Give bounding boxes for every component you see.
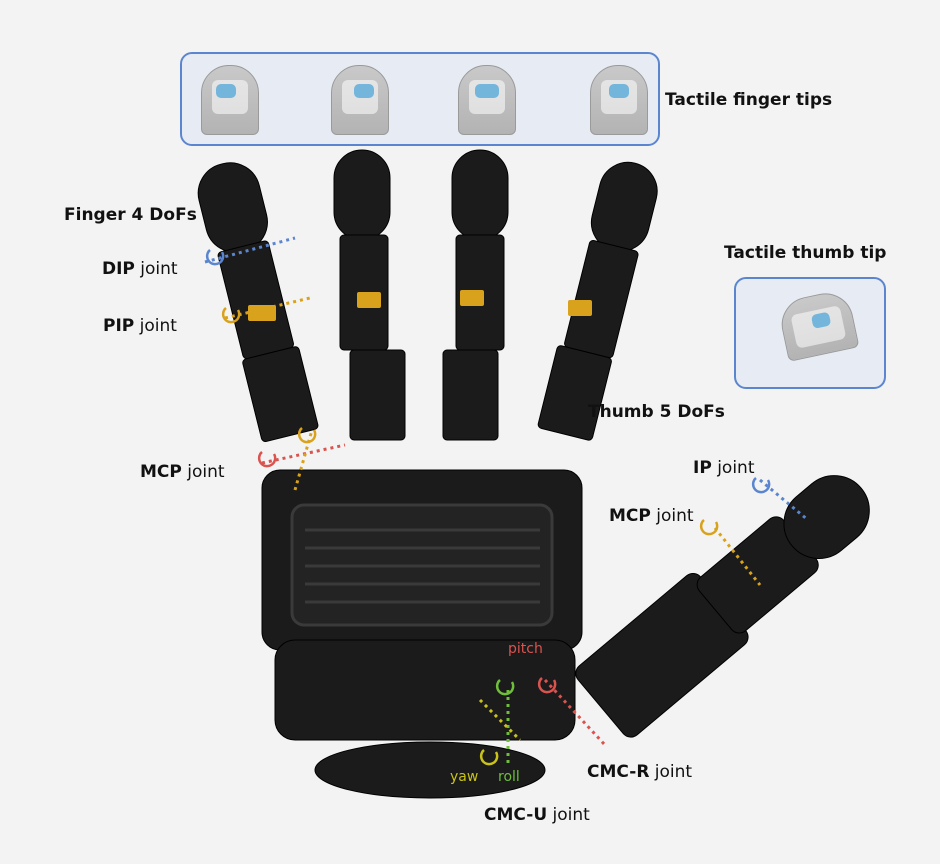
pitch-label: pitch (508, 641, 543, 657)
tactile-finger-tips-title: Tactile finger tips (665, 90, 833, 110)
dip-joint-label: DIP joint (102, 259, 178, 279)
tactile-thumb-tip-title: Tactile thumb tip (724, 243, 887, 263)
cmc-u-joint-label: CMC-U joint (484, 805, 590, 825)
yaw-label: yaw (450, 769, 479, 785)
mcp-thumb-joint-label: MCP joint (609, 506, 694, 526)
thumb-dofs-title: Thumb 5 DoFs (588, 402, 725, 422)
tactile-finger-tips-panel (180, 52, 660, 146)
mcp-finger-joint-label: MCP joint (140, 462, 225, 482)
roll-label: roll (498, 769, 520, 785)
finger-tip-sensor-3 (458, 65, 516, 135)
finger-tip-sensor-4 (590, 65, 648, 135)
cmc-r-joint-label: CMC-R joint (587, 762, 693, 782)
finger-tip-sensor-1 (201, 65, 259, 135)
pip-joint-label: PIP joint (103, 316, 177, 336)
finger-dofs-title: Finger 4 DoFs (64, 205, 197, 225)
finger-tip-sensor-2 (331, 65, 389, 135)
ip-joint-label: IP joint (693, 458, 755, 478)
